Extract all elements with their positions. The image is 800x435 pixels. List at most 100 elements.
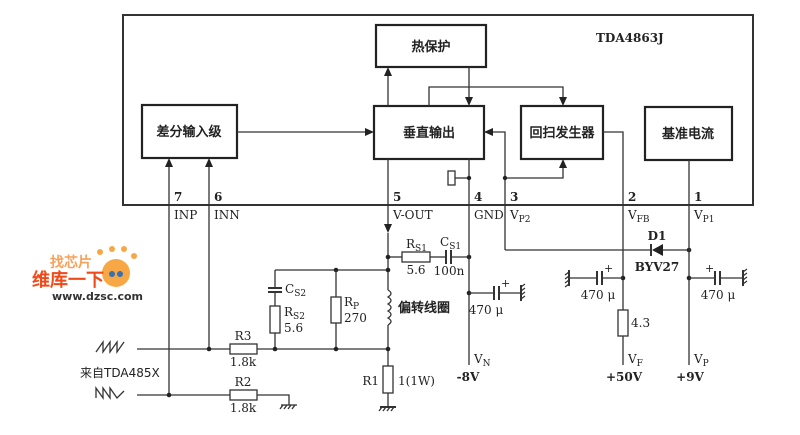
pin-3-name: VP2 bbox=[509, 208, 530, 225]
capacitor-cs2 bbox=[268, 287, 282, 293]
r2-name: R2 bbox=[235, 375, 252, 389]
arrow-vout-out bbox=[384, 224, 392, 233]
d1-value: BYV27 bbox=[635, 260, 680, 274]
pin-5-name: V-OUT bbox=[392, 208, 433, 222]
arrow-into-vout bbox=[365, 128, 374, 136]
pin-2-name: VFB bbox=[627, 208, 650, 225]
svg-text:+: + bbox=[705, 262, 714, 275]
arrow-pin3-into-vout bbox=[484, 128, 493, 136]
vp-value: +9V bbox=[676, 370, 704, 384]
svg-text:+: + bbox=[604, 262, 613, 275]
r3-name: R3 bbox=[235, 329, 252, 343]
pin-3-number: 3 bbox=[510, 190, 518, 204]
junction bbox=[385, 267, 391, 273]
gnd-tab-icon bbox=[447, 170, 456, 186]
ground-icon bbox=[520, 283, 526, 301]
watermark-top-text: 找芯片 bbox=[50, 254, 92, 271]
junction bbox=[466, 175, 472, 181]
wire-vout-to-flyback bbox=[428, 86, 564, 106]
block-thermal-protection-label: 热保护 bbox=[411, 39, 450, 55]
deflection-coil-label: 偏转线圈 bbox=[398, 300, 450, 316]
resistor-r2 bbox=[229, 389, 258, 401]
input-source-label: 来自TDA485X bbox=[80, 366, 160, 380]
block-flyback-generator bbox=[519, 104, 605, 161]
vf-label: VF bbox=[627, 352, 643, 369]
junction bbox=[206, 346, 212, 352]
r3-value: 1.8k bbox=[230, 355, 257, 369]
r1-value: 1(1W) bbox=[398, 374, 435, 388]
pin-4-number: 4 bbox=[474, 190, 482, 204]
rp-name: RP bbox=[344, 295, 359, 312]
d1-name: D1 bbox=[648, 229, 667, 243]
ic-outline bbox=[122, 14, 754, 206]
pin-7-name: INP bbox=[174, 208, 197, 222]
arrow-inp bbox=[165, 158, 173, 167]
c-vp-value: 470 μ bbox=[701, 288, 736, 302]
sawtooth-up-icon bbox=[95, 339, 125, 355]
svg-text:+: + bbox=[501, 277, 510, 290]
pin-7-number: 7 bbox=[174, 190, 182, 204]
mascot-icon bbox=[102, 259, 130, 287]
cs2-name: CS2 bbox=[285, 282, 306, 299]
cs1-name: CS1 bbox=[440, 235, 461, 252]
c-vfb-value: 470 μ bbox=[581, 288, 616, 302]
deflection-coil-icon bbox=[386, 289, 392, 326]
arrow-inn bbox=[205, 158, 213, 167]
ground-icon bbox=[564, 270, 570, 288]
vp-label: VP bbox=[693, 352, 709, 369]
resistor-rs2 bbox=[269, 305, 281, 334]
ic-part-number: TDA4863J bbox=[596, 31, 664, 45]
cs1-value: 100n bbox=[434, 264, 465, 278]
pin-1-number: 1 bbox=[694, 190, 702, 204]
resistor-rp bbox=[330, 296, 342, 324]
block-differential-input bbox=[140, 103, 239, 160]
rs1-value: 5.6 bbox=[406, 263, 425, 277]
block-reference-current-label: 基准电流 bbox=[661, 126, 714, 142]
wire-r2-to-ground bbox=[257, 394, 290, 405]
capacitor-vfb: + bbox=[596, 262, 613, 285]
arrow-flyback-down bbox=[559, 159, 567, 168]
ground-icon bbox=[279, 404, 297, 410]
junction bbox=[502, 175, 508, 181]
junction bbox=[385, 254, 391, 260]
junction bbox=[385, 346, 391, 352]
resistor-r3 bbox=[229, 343, 258, 355]
block-flyback-generator-label: 回扫发生器 bbox=[529, 125, 595, 141]
junction bbox=[272, 346, 278, 352]
arrow-into-thermal bbox=[384, 67, 392, 76]
capacitor-vn: + bbox=[493, 277, 510, 300]
diode-d1-icon bbox=[650, 244, 663, 256]
sawtooth-down-icon bbox=[95, 385, 125, 401]
block-thermal-protection bbox=[374, 23, 488, 69]
resistor-r1 bbox=[382, 365, 394, 394]
watermark-logo: 找芯片 维库一下 www.dzsc.com bbox=[32, 246, 143, 303]
junction bbox=[333, 346, 339, 352]
block-differential-input-label: 差分输入级 bbox=[156, 124, 222, 140]
wire-pin3-to-flyback bbox=[505, 165, 564, 179]
vf-value: +50V bbox=[606, 370, 643, 384]
watermark-url: www.dzsc.com bbox=[52, 290, 143, 303]
capacitor-vp: + bbox=[705, 262, 721, 285]
wire-flyback-to-pin2 bbox=[603, 131, 624, 205]
rp-value: 270 bbox=[344, 311, 367, 325]
vn-value: -8V bbox=[457, 370, 480, 384]
resistor-vf bbox=[617, 309, 629, 337]
wire-pin3-to-vout bbox=[484, 131, 506, 205]
junction bbox=[166, 392, 172, 398]
pin-6-name: INN bbox=[214, 208, 240, 222]
rs2-name: RS2 bbox=[284, 305, 305, 322]
rs2-value: 5.6 bbox=[284, 321, 303, 335]
arrow-thermal-into-vout bbox=[465, 97, 473, 106]
r2-value: 1.8k bbox=[230, 401, 257, 415]
watermark-main-text: 维库一下 bbox=[32, 269, 104, 291]
block-vertical-output-label: 垂直输出 bbox=[403, 125, 455, 141]
ground-icon bbox=[742, 268, 748, 286]
pin-6-number: 6 bbox=[214, 190, 222, 204]
c-vn-value: 470 μ bbox=[469, 303, 504, 317]
pin-2-number: 2 bbox=[628, 190, 636, 204]
r1-name: R1 bbox=[362, 374, 379, 388]
rs1-name: RS1 bbox=[406, 237, 427, 254]
r-vf-value: 4.3 bbox=[631, 316, 650, 330]
arrow-into-flyback bbox=[559, 97, 567, 106]
